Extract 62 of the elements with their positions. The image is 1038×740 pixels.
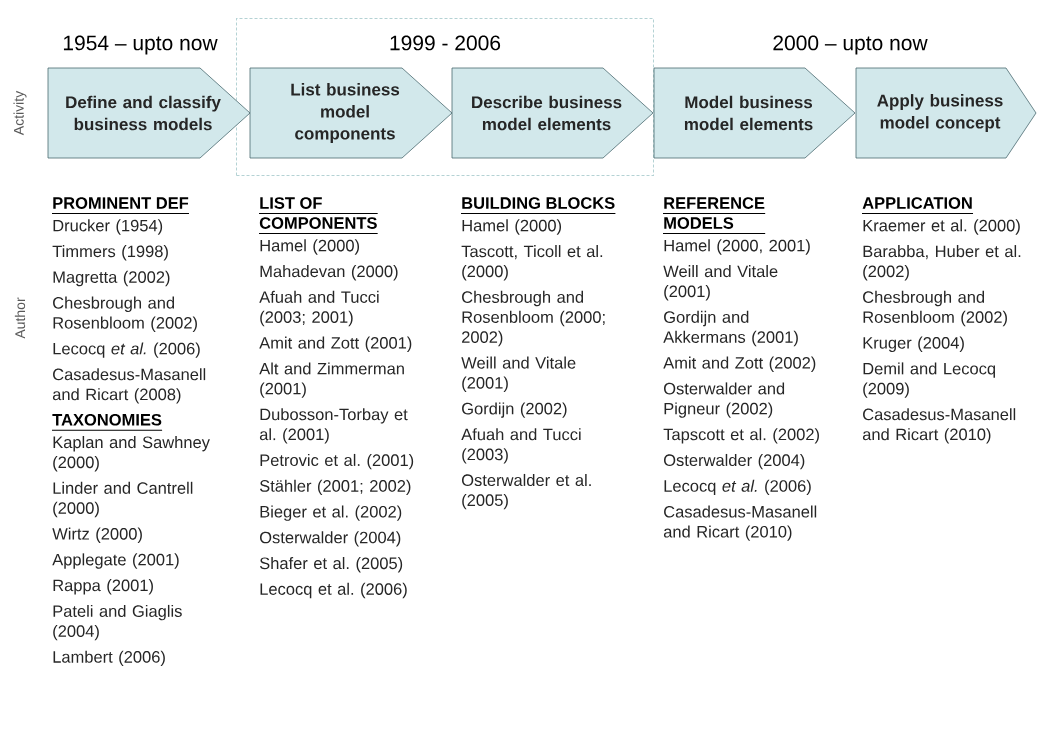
author-entry: Lecocq et al. (2006) <box>260 582 407 599</box>
process-pentagon: List business model components <box>249 67 453 159</box>
author-entry: Applegate (2001) <box>52 553 179 569</box>
section-heading: BUILDING BLOCKS <box>460 197 616 214</box>
author-entry: Lambert (2006) <box>53 650 165 667</box>
period-label: 2000 – upto now <box>773 35 928 55</box>
period-label: 1954 – upto now <box>63 35 218 55</box>
author-entry: Chesbrough and Rosenbloom (2002) <box>53 296 197 332</box>
section-heading: TAXONOMIES <box>51 413 163 431</box>
author-entry: Amit and Zott (2002) <box>663 356 816 372</box>
axis-label: Activity <box>13 90 27 136</box>
author-entry: Hamel (2000) <box>462 219 562 235</box>
author-entry: Dubosson-Torbay et al. (2001) <box>259 408 408 444</box>
process-pentagon: Apply business model concept <box>855 67 1037 159</box>
author-entry: Osterwalder (2004) <box>664 453 805 470</box>
author-entry: Afuah and Tucci (2003) <box>461 428 581 464</box>
author-entry: Casadesus-Masanell and Ricart (2010) <box>862 408 1016 444</box>
author-entry: Pateli and Giaglis (2004) <box>53 604 182 641</box>
author-entry: Osterwalder (2004) <box>260 531 401 547</box>
author-entry: Weill and Vitale (2001) <box>461 356 576 392</box>
author-entry: Demil and Lecocq (2009) <box>863 362 995 398</box>
author-entry: Osterwalder et al. (2005) <box>462 473 591 510</box>
author-entry: Chesbrough and Rosenbloom (2000; 2002) <box>462 290 605 347</box>
author-entry: Tapscott et al. (2002) <box>663 428 819 444</box>
author-entry: Tascott, Ticoll et al. (2000) <box>461 245 603 281</box>
author-entry: Petrovic et al. (2001) <box>260 453 414 470</box>
axis-label: Author <box>14 297 26 339</box>
author-entry: Amit and Zott (2001) <box>259 336 412 352</box>
process-pentagon: Describe business model elements <box>451 67 654 159</box>
author-entry: Timmers (1998) <box>52 245 168 261</box>
section-heading: PROMINENT DEF <box>51 197 190 214</box>
section-heading: APPLICATION <box>861 197 974 214</box>
author-entry: Kruger (2004) <box>863 336 964 352</box>
author-entry: Casadesus-Masanell and Ricart (2010) <box>663 505 817 541</box>
section-heading: REFERENCE MODELS <box>662 197 766 234</box>
author-entry: Afuah and Tucci (2003; 2001) <box>259 290 379 327</box>
section-heading: LIST OF COMPONENTS <box>258 197 379 234</box>
author-entry: Barabba, Huber et al. (2002) <box>863 245 1021 281</box>
author-entry: Stähler (2001; 2002) <box>259 479 411 496</box>
author-entry: Hamel (2000, 2001) <box>664 239 810 255</box>
author-entry: Rappa (2001) <box>53 579 153 595</box>
author-entry: Chesbrough and Rosenbloom (2002) <box>863 290 1007 327</box>
author-entry: Mahadevan (2000) <box>260 265 398 281</box>
author-entry: Bieger et al. (2002) <box>260 505 402 521</box>
author-entry: Alt and Zimmerman (2001) <box>259 362 404 398</box>
author-entry: Kraemer et al. (2000) <box>863 219 1020 235</box>
process-pentagon: Model business model elements <box>653 67 856 159</box>
author-entry: Lecocq et al. (2006) <box>664 479 811 496</box>
author-entry: Linder and Cantrell (2000) <box>53 481 193 518</box>
author-entry: Casadesus-Masanell and Ricart (2008) <box>52 368 206 404</box>
process-pentagon: Define and classify business models <box>47 67 251 159</box>
author-entry: Wirtz (2000) <box>52 527 142 543</box>
author-entry: Lecocq et al. (2006) <box>53 342 200 358</box>
author-entry: Kaplan and Sawhney (2000) <box>53 436 210 472</box>
author-entry: Gordijn (2002) <box>462 402 567 418</box>
author-entry: Drucker (1954) <box>53 219 163 235</box>
author-entry: Magretta (2002) <box>53 270 170 287</box>
author-entry: Shafer et al. (2005) <box>259 557 403 573</box>
author-entry: Hamel (2000) <box>260 239 360 255</box>
author-entry: Gordijn and Akkermans (2001) <box>663 310 798 347</box>
author-entry: Osterwalder and Pigneur (2002) <box>664 382 785 418</box>
author-entry: Weill and Vitale (2001) <box>663 265 778 301</box>
